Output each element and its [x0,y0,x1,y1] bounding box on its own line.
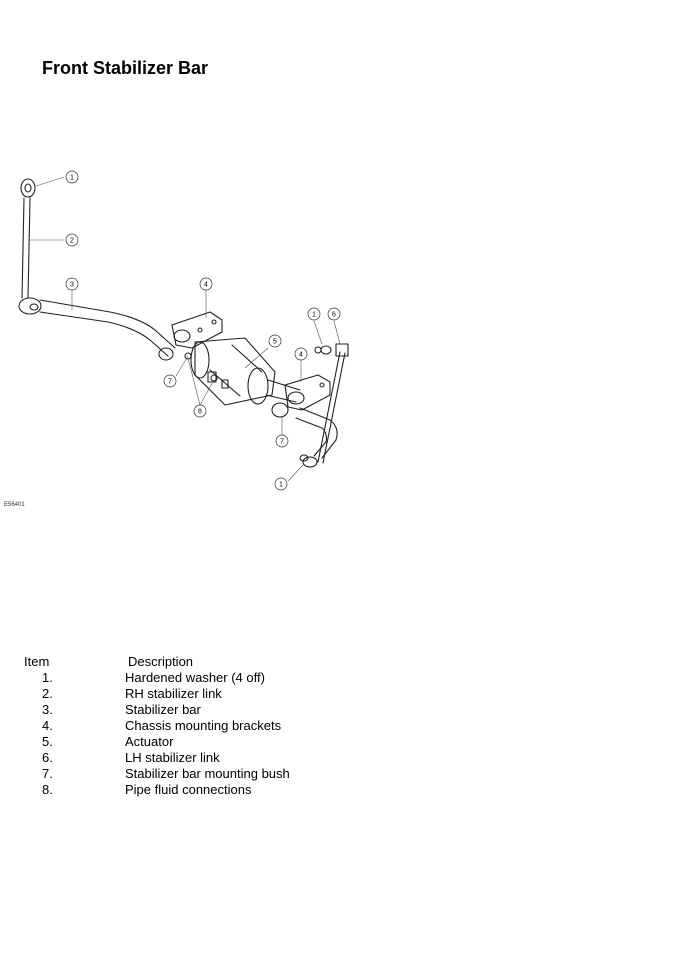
item-number: 4. [42,718,53,733]
figure-code: E56401 [4,502,25,508]
item-number: 8. [42,782,53,797]
item-description: Chassis mounting brackets [125,718,282,733]
table-row: 4. Chassis mounting brackets [0,718,320,734]
item-description: Hardened washer (4 off) [125,670,265,685]
callout-3: 3 [70,282,74,289]
item-description: Stabilizer bar [125,702,201,717]
callout-7a: 7 [168,379,172,386]
callout-5: 5 [273,339,277,346]
table-row: 5. Actuator [0,734,320,750]
item-description: Actuator [125,734,174,749]
item-number: 2. [42,686,53,701]
callout-2: 2 [70,238,74,245]
item-description: LH stabilizer link [125,750,220,765]
table-row: 8. Pipe fluid connections [0,782,320,798]
chassis-bracket-left [171,311,223,349]
item-number: 5. [42,734,53,749]
callout-1a: 1 [70,175,74,182]
item-description: Pipe fluid connections [125,782,252,797]
callout-6: 6 [332,312,336,319]
item-description: Stabilizer bar mounting bush [125,766,290,781]
chassis-bracket-right [284,374,331,411]
callout-1c: 1 [279,482,283,489]
item-number: 7. [42,766,53,781]
lh-stabilizer-link [299,343,349,468]
callout-4a: 4 [204,282,208,289]
header-item: Item [24,654,50,669]
table-row: 2. RH stabilizer link [0,686,320,702]
item-number: 6. [42,750,53,765]
rh-stabilizer-link [20,178,36,299]
table-row: 6. LH stabilizer link [0,750,320,766]
item-number: 3. [42,702,53,717]
stabilizer-bar [18,297,176,357]
stabilizer-bar-diagram: 1 2 3 4 5 1 6 4 7 8 7 1 [18,170,349,491]
table-row: 7. Stabilizer bar mounting bush [0,766,320,782]
page-title: Front Stabilizer Bar [42,58,209,78]
callout-8: 8 [198,409,202,416]
callout-7b: 7 [280,439,284,446]
actuator [190,337,276,406]
callout-1b: 1 [312,312,316,319]
header-description: Description [128,654,194,669]
callout-4b: 4 [299,352,303,359]
item-description: RH stabilizer link [125,686,222,701]
table-row: 1. Hardened washer (4 off) [0,670,320,686]
item-number: 1. [42,670,53,685]
table-row: 3. Stabilizer bar [0,702,320,718]
